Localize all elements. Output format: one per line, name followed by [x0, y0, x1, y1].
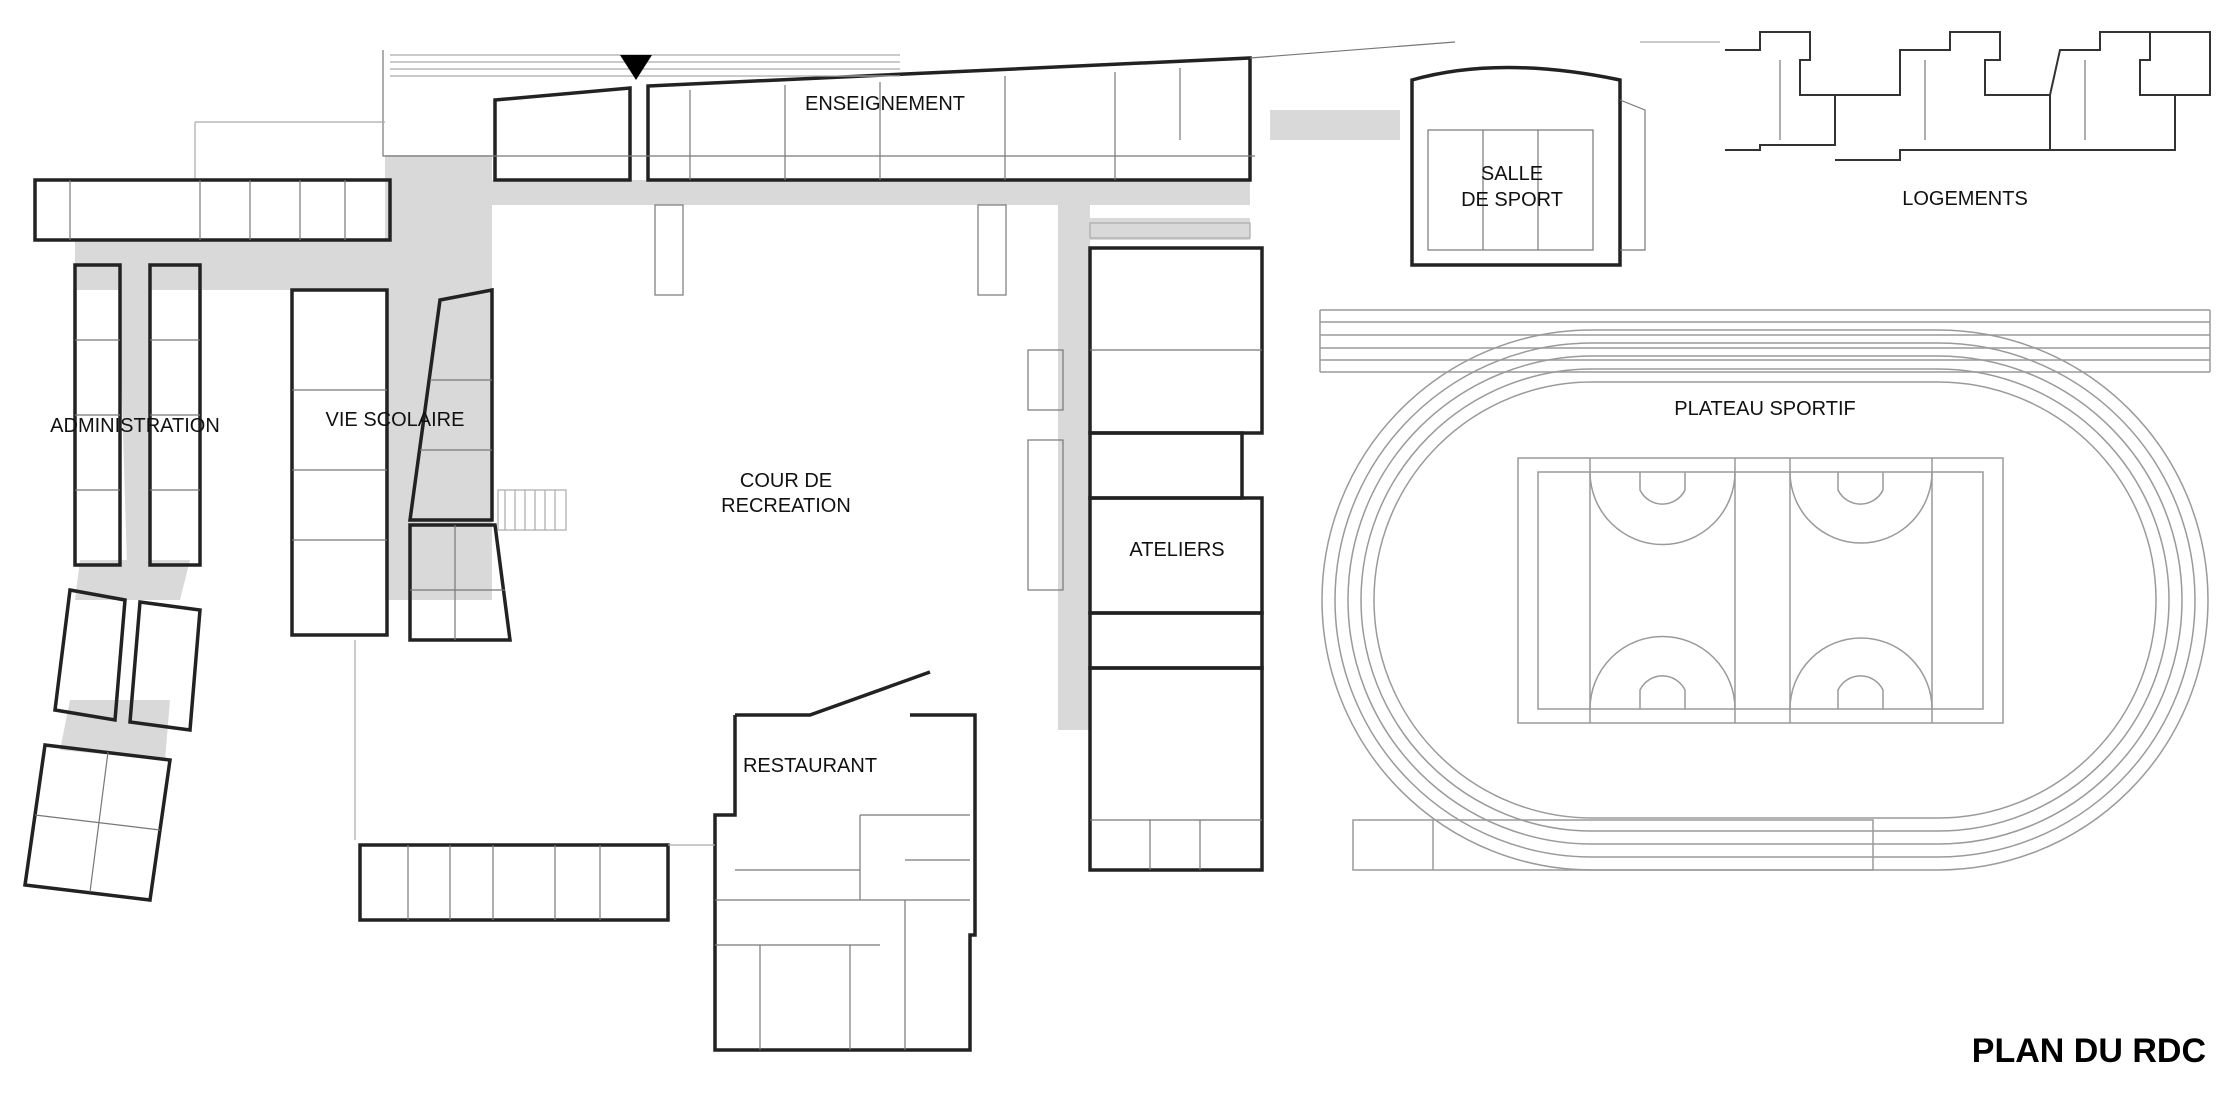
- label-plateau-sportif: PLATEAU SPORTIF: [1674, 398, 1856, 420]
- administration-wing: [23, 178, 392, 902]
- label-logements: LOGEMENTS: [1902, 188, 2028, 210]
- stairs: [497, 222, 1251, 531]
- salle-de-sport: [1410, 65, 1646, 267]
- label-vie-scolaire: VIE SCOLAIRE: [326, 409, 465, 431]
- label-ateliers: ATELIERS: [1129, 539, 1224, 561]
- south-wing: [358, 843, 715, 922]
- logements: [1640, 31, 2211, 161]
- label-cour-de-recreation-1: COUR DE: [740, 470, 832, 492]
- label-cour-de-recreation-2: RECREATION: [721, 495, 851, 517]
- space-labels: ENSEIGNEMENT SALLE DE SPORT LOGEMENTS AD…: [50, 93, 2206, 1070]
- plan-title: PLAN DU RDC: [1972, 1032, 2206, 1070]
- label-salle-de-sport-1: SALLE: [1481, 163, 1543, 185]
- vie-scolaire-wing: [290, 287, 512, 840]
- label-enseignement: ENSEIGNEMENT: [805, 93, 965, 115]
- ateliers-wing: [1027, 246, 1264, 872]
- label-salle-de-sport-2: DE SPORT: [1461, 189, 1563, 211]
- enseignement-wing: [194, 41, 1456, 296]
- corridors: [60, 110, 1400, 760]
- restaurant-wing: [713, 670, 977, 1052]
- plateau-sportif: [1319, 309, 2211, 871]
- label-administration: ADMINISTRATION: [50, 415, 220, 437]
- label-restaurant: RESTAURANT: [743, 755, 877, 777]
